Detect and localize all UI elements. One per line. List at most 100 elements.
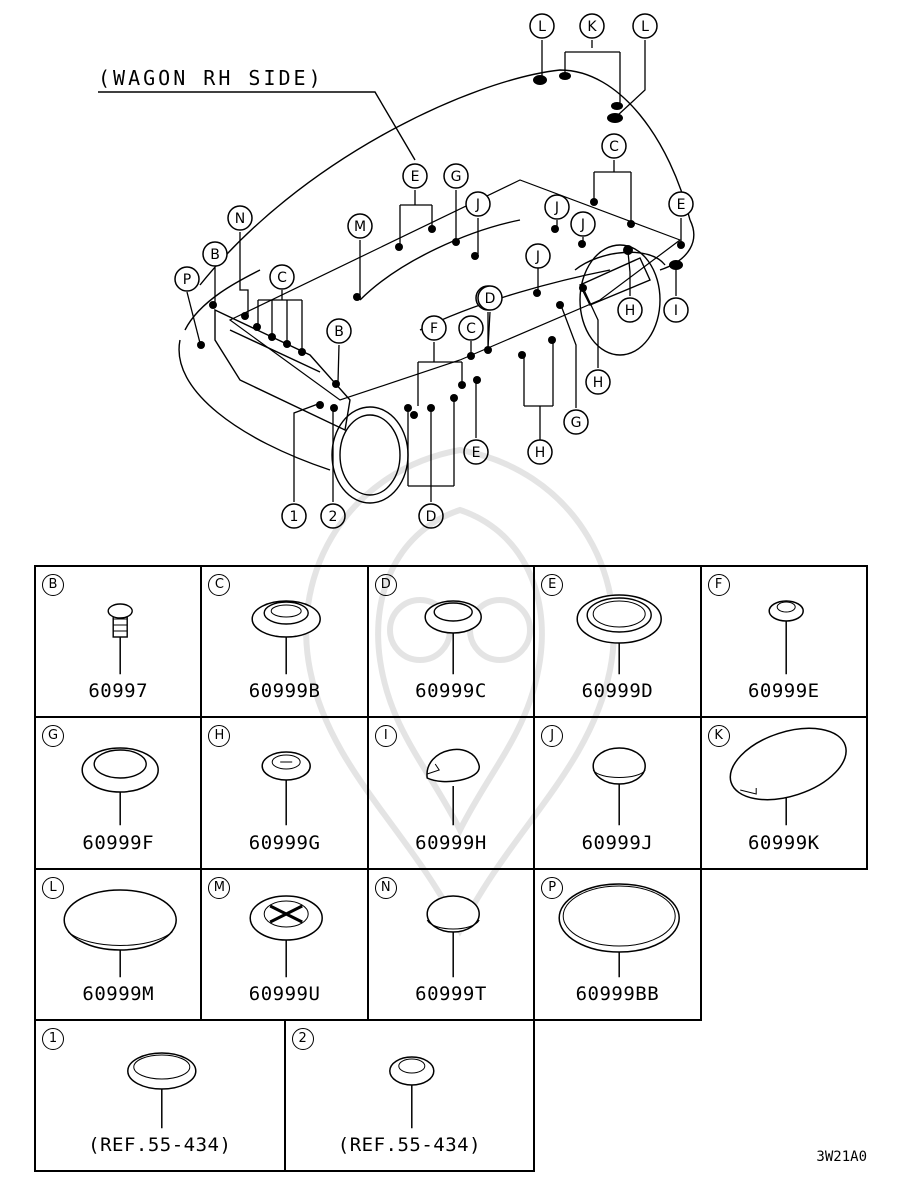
callout-J: J	[525, 243, 551, 269]
part-number: 60999D	[581, 680, 654, 703]
svg-text:G: G	[571, 415, 582, 431]
legend-cell-F: F 60999E	[699, 565, 868, 719]
part-number: 60999K	[747, 831, 820, 854]
part-number: 60999B	[248, 680, 321, 703]
svg-text:H: H	[535, 445, 546, 461]
callout-H: H	[617, 297, 643, 323]
svg-text:2: 2	[329, 509, 338, 525]
svg-text:C: C	[277, 270, 287, 286]
callout-J: J	[465, 191, 491, 217]
svg-text:L: L	[538, 19, 546, 35]
svg-text:H: H	[625, 303, 636, 319]
callout-B: B	[202, 241, 228, 267]
callout-G: G	[563, 409, 589, 435]
part-illustration	[249, 894, 324, 977]
svg-text:B: B	[334, 324, 344, 340]
legend-cell-M: M 60999U	[200, 867, 369, 1021]
part-number: 60999U	[248, 982, 321, 1005]
legend-letter: D	[374, 574, 397, 596]
svg-text:E: E	[472, 445, 481, 461]
svg-text:C: C	[609, 139, 619, 155]
callout-C: C	[269, 264, 295, 290]
part-illustration	[388, 1056, 435, 1128]
svg-text:K: K	[587, 19, 597, 35]
legend-cell-L: L 60999M	[34, 867, 203, 1021]
callout-D: D	[477, 285, 503, 311]
legend-cell-J: J 60999J	[533, 716, 702, 870]
legend-letter: G	[42, 725, 64, 748]
part-number: 60999H	[415, 831, 487, 854]
callout-1: 1	[281, 503, 307, 529]
part-illustration	[251, 600, 322, 675]
callout-N: N	[227, 205, 253, 231]
part-illustration	[63, 888, 177, 977]
wagon-rh-side-label: (WAGON RH SIDE)	[98, 66, 324, 90]
part-illustration	[576, 594, 663, 675]
legend-letter: P	[541, 876, 564, 899]
part-illustration	[424, 600, 482, 675]
callout-I: I	[663, 297, 689, 323]
callout-E: E	[463, 439, 489, 465]
part-illustration	[768, 600, 804, 675]
callout-H: H	[527, 439, 553, 465]
part-number: 60999F	[82, 831, 155, 854]
part-illustration	[107, 603, 133, 675]
legend-cell-G: G 60999F	[34, 716, 203, 870]
part-number: 60999E	[747, 680, 820, 703]
part-illustration	[81, 747, 159, 826]
legend-letter: F	[707, 574, 730, 596]
part-number: 60999J	[581, 831, 654, 854]
legend-cell-K: K 60999K	[699, 716, 868, 870]
callout-E: E	[668, 191, 694, 217]
legend-cell-B: B 60997	[34, 565, 203, 719]
legend-letter: J	[541, 725, 564, 748]
part-number: 60999G	[248, 831, 321, 854]
svg-text:H: H	[593, 375, 604, 391]
assembly-diagram: LKLEGJCEJJNMJBCPDHIBFCDHEGH12D	[98, 13, 695, 529]
svg-text:J: J	[554, 200, 559, 216]
legend-cell-E: E 60999D	[533, 565, 702, 719]
legend-letter: M	[208, 876, 231, 899]
part-number: (REF.55-434)	[337, 1134, 482, 1156]
callout-F: F	[421, 315, 447, 341]
callout-L: L	[632, 13, 658, 39]
part-illustration	[592, 747, 647, 826]
legend-cell-1: 1(REF.55-434)	[34, 1018, 286, 1172]
callout-2: 2	[320, 503, 346, 529]
legend-letter: B	[42, 574, 64, 596]
legend-letter: N	[374, 876, 397, 899]
svg-text:N: N	[235, 211, 245, 227]
figure-code: 3W21A0	[816, 1149, 867, 1165]
legend-letter: 1	[42, 1027, 64, 1050]
part-number: 60999C	[415, 680, 487, 703]
callout-P: P	[174, 266, 200, 292]
svg-text:E: E	[411, 169, 420, 185]
callout-K: K	[579, 13, 605, 39]
part-illustration	[127, 1052, 197, 1128]
part-number: 60997	[88, 680, 149, 703]
svg-text:D: D	[485, 291, 496, 307]
legend-letter: K	[707, 725, 730, 748]
callout-M: M	[347, 213, 373, 239]
part-illustration	[729, 727, 847, 826]
part-number: 60999M	[82, 982, 155, 1005]
legend-letter: 2	[291, 1027, 314, 1050]
svg-text:J: J	[475, 197, 480, 213]
legend-letter: L	[42, 876, 64, 899]
callout-G: G	[443, 163, 469, 189]
legend-cell-2: 2 (REF.55-434)	[283, 1018, 536, 1172]
callout-J: J	[570, 211, 596, 237]
svg-text:F: F	[430, 321, 438, 337]
svg-text:1: 1	[290, 509, 299, 525]
legend-letter: H	[208, 725, 231, 748]
svg-text:L: L	[641, 19, 649, 35]
legend-letter: E	[541, 574, 564, 596]
part-illustration	[426, 894, 480, 977]
svg-text:B: B	[210, 247, 220, 263]
callout-J: J	[544, 194, 570, 220]
svg-text:P: P	[183, 272, 191, 288]
